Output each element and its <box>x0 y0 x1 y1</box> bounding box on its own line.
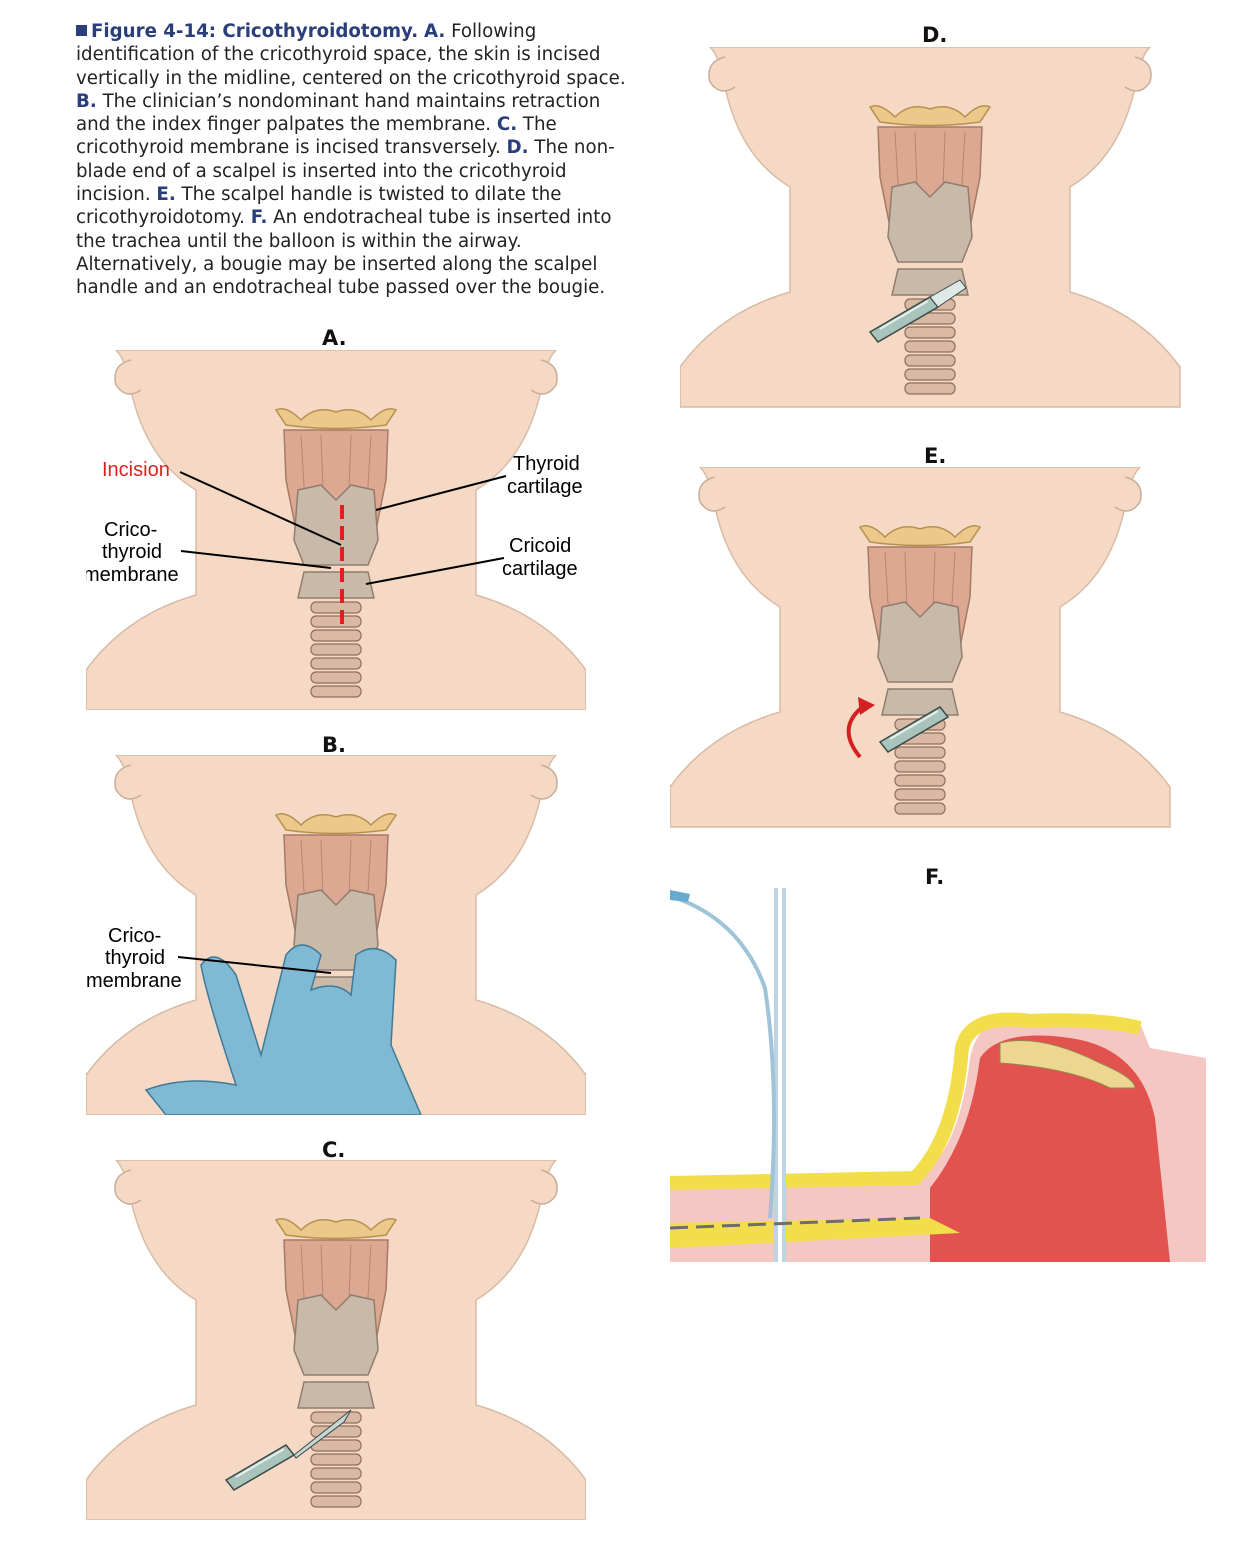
caption-key-e: E. <box>156 184 176 206</box>
crico-label-b3: membrane <box>86 970 182 992</box>
fat-lower <box>670 1218 960 1248</box>
caption-text-d: The non-blade end of a scalpel is insert… <box>76 137 615 206</box>
scalpel-handle-icon <box>869 279 967 343</box>
cricoid-label-2: cartilage <box>502 558 578 580</box>
caption-text-f: An endotracheal tube is inserted into th… <box>76 207 612 299</box>
panel-b-label: B. <box>322 733 346 757</box>
caption-text-b: The clinician’s nondominant hand maintai… <box>76 90 601 136</box>
caption-text-e: The scalpel handle is twisted to dilate … <box>76 184 562 229</box>
panel-d-label: D. <box>922 23 948 47</box>
crico-label-b1: Crico- <box>108 925 161 947</box>
bullet-square-icon <box>76 25 87 36</box>
panel-c-illustration <box>86 1160 586 1520</box>
caption-key-b: B. <box>76 90 97 112</box>
panel-a-illustration: Incision Crico- thyroid membrane Thyroid… <box>86 350 586 710</box>
cricoid-label-1: Cricoid <box>509 535 571 557</box>
gloved-hand <box>144 944 422 1115</box>
panel-c-label: C. <box>322 1138 346 1162</box>
muscle-layer <box>930 1035 1170 1262</box>
caption-text-c: The cricothyroid membrane is incised tra… <box>76 114 557 159</box>
crico-label-1: Crico- <box>104 519 157 541</box>
pilot-balloon-icon <box>670 890 690 902</box>
caption-key-a: A. <box>423 21 446 42</box>
crico-label-2: thyroid <box>102 541 162 563</box>
incision-label: Incision <box>102 459 170 481</box>
panel-d-illustration <box>680 47 1181 408</box>
caption-key-f: F. <box>250 207 268 229</box>
caption-key-c: C. <box>496 114 518 136</box>
incision-leader <box>179 471 342 546</box>
panel-e-label: E. <box>924 444 947 468</box>
panel-a-label: A. <box>322 326 347 350</box>
arrow-head-icon <box>858 697 875 715</box>
cricoid-leader <box>365 557 505 585</box>
panel-b-illustration: Crico- thyroid membrane <box>86 755 586 1115</box>
figure-caption: Figure 4-14: Cricothyroidotomy. A. Follo… <box>76 20 636 300</box>
caption-key-d: D. <box>506 137 529 159</box>
trachea-wall <box>670 1216 921 1230</box>
crico-label-3: membrane <box>86 564 179 586</box>
panel-f-label: F. <box>925 865 945 889</box>
panel-e-illustration <box>670 467 1171 828</box>
crico-label-b2: thyroid <box>105 947 165 969</box>
crico-leader-b <box>177 956 332 974</box>
crico-leader <box>180 550 332 569</box>
panel-f-illustration <box>670 888 1206 1262</box>
thyroid-leader <box>375 475 507 511</box>
scalpel-icon <box>225 1409 352 1491</box>
caption-text-a: Following identification of the cricothy… <box>76 21 626 89</box>
thyroid-label-2: cartilage <box>507 476 583 498</box>
fat-layer <box>670 1012 1142 1190</box>
figure-title: Figure 4-14: Cricothyroidotomy. <box>91 21 419 42</box>
thyroid-label-1: Thyroid <box>513 453 580 475</box>
pilot-balloon-line <box>670 894 776 1219</box>
cartilage-shape <box>999 1040 1136 1089</box>
